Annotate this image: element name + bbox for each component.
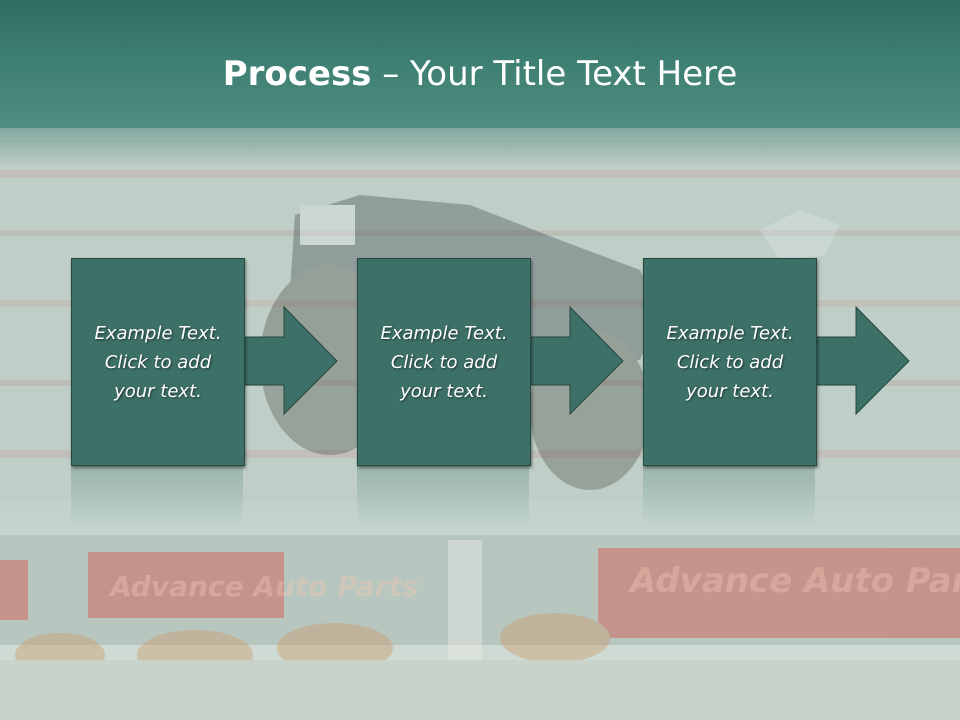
arrow-right-icon (526, 306, 624, 416)
step-text[interactable]: Example Text. Click to add your text. (666, 322, 794, 402)
step-reflection (357, 466, 529, 526)
banner-text: Advance Auto Parts (627, 561, 960, 601)
arrow-right-icon (812, 306, 910, 416)
banner-text: Advance Auto Parts (108, 570, 419, 603)
step-reflection (71, 466, 243, 526)
process-step-2[interactable]: Example Text. Click to add your text. (357, 258, 531, 466)
step-reflection (643, 466, 815, 526)
step-text[interactable]: Example Text. Click to add your text. (380, 322, 508, 402)
title-band (0, 0, 960, 128)
slide-title[interactable]: Process – Your Title Text Here (0, 50, 960, 98)
title-band-fade (0, 128, 960, 168)
step-text[interactable]: Example Text. Click to add your text. (94, 322, 222, 402)
title-bold-text: Process (222, 54, 372, 94)
process-step-1[interactable]: Example Text. Click to add your text. (71, 258, 245, 466)
arrow-right-icon (240, 306, 338, 416)
title-rest-text: – Your Title Text Here (371, 54, 738, 94)
process-step-3[interactable]: Example Text. Click to add your text. (643, 258, 817, 466)
